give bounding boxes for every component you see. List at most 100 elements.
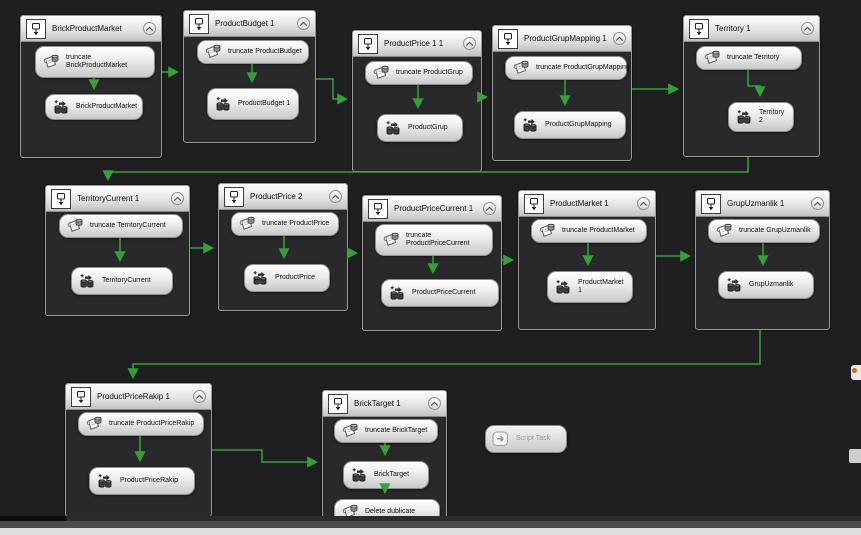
container-titlebar[interactable]: ProductPriceCurrent 1	[363, 196, 501, 222]
collapse-chevron-icon[interactable]	[143, 22, 156, 35]
execute-sql-task-icon	[381, 230, 401, 250]
execute-sql-task[interactable]: truncate Territory	[696, 46, 802, 70]
execute-sql-task[interactable]: truncate BrickProductMarket	[35, 46, 155, 78]
sequence-container-icon	[368, 198, 388, 219]
collapse-chevron-icon[interactable]	[297, 17, 310, 30]
sequence-container[interactable]: BrickProductMarket truncate BrickProduct…	[20, 15, 162, 158]
data-flow-task[interactable]: GrupUzmanlik	[718, 271, 814, 299]
data-flow-task-icon	[250, 268, 270, 288]
container-titlebar[interactable]: BrickTarget 1	[323, 391, 446, 417]
sequence-container[interactable]: TerritoryCurrent 1 truncate TerritoryCur…	[45, 185, 190, 316]
execute-sql-task[interactable]: truncate ProductPriceCurrent	[375, 224, 493, 256]
sequence-container[interactable]: ProductPriceRakip 1 truncate ProductPric…	[65, 383, 212, 517]
task-label: BrickProductMarket	[76, 102, 138, 110]
data-flow-task[interactable]: ProductPriceCurrent	[381, 279, 499, 307]
task-label: Script Task	[516, 434, 551, 442]
data-flow-task-icon	[734, 107, 754, 127]
execute-sql-task-icon	[340, 421, 360, 441]
data-flow-task[interactable]: ProductGrupMapping	[514, 111, 626, 139]
container-titlebar[interactable]: GrupUzmanlik 1	[696, 191, 829, 217]
collapse-chevron-icon[interactable]	[483, 202, 496, 215]
execute-sql-task[interactable]: truncate GrupUzmanlik	[708, 219, 820, 243]
container-titlebar[interactable]: ProductPriceRakip 1	[66, 384, 211, 410]
data-flow-task[interactable]: ProductBudget 1	[207, 88, 299, 120]
execute-sql-task-icon	[371, 63, 391, 83]
sequence-container-icon	[189, 13, 209, 34]
container-title: ProductGrupMapping 1	[524, 34, 607, 43]
data-flow-task-icon	[77, 271, 97, 291]
execute-sql-task-icon	[702, 48, 722, 68]
collapse-chevron-icon[interactable]	[801, 22, 814, 35]
collapse-chevron-icon[interactable]	[171, 192, 184, 205]
container-titlebar[interactable]: Territory 1	[684, 16, 819, 42]
container-title: ProductPriceRakip 1	[97, 392, 170, 401]
data-flow-task[interactable]: TerritoryCurrent	[71, 267, 173, 295]
execute-sql-task[interactable]: truncate ProductMarket	[531, 219, 647, 243]
sequence-container[interactable]: Territory 1 truncate Territory Territory…	[683, 15, 820, 157]
container-titlebar[interactable]: ProductPrice 2	[219, 184, 347, 210]
sequence-container[interactable]: ProductGrupMapping 1 truncate ProductGru…	[492, 25, 632, 161]
sequence-container-icon	[498, 28, 518, 49]
data-flow-task[interactable]: ProductGrup	[377, 114, 463, 142]
container-title: ProductBudget 1	[215, 19, 275, 28]
canvas-bottom-corner	[0, 516, 67, 521]
execute-sql-task[interactable]: truncate ProductGrup	[365, 61, 473, 85]
data-flow-task[interactable]: BrickTarget	[343, 461, 429, 489]
container-title: ProductPriceCurrent 1	[394, 204, 474, 213]
horizontal-scrollbar[interactable]	[0, 521, 861, 528]
container-titlebar[interactable]: ProductBudget 1	[184, 11, 315, 37]
container-titlebar[interactable]: ProductGrupMapping 1	[493, 26, 631, 52]
sequence-container-icon	[26, 18, 46, 39]
data-flow-task-icon	[213, 94, 233, 114]
collapse-chevron-icon[interactable]	[193, 390, 206, 403]
sequence-container[interactable]: ProductBudget 1 truncate ProductBudget P…	[183, 10, 316, 143]
task-label: truncate GrupUzmanlik	[739, 226, 811, 234]
execute-sql-task-icon	[340, 502, 360, 522]
canvas-bottom-edge	[0, 516, 861, 521]
collapse-chevron-icon[interactable]	[329, 190, 342, 203]
execute-sql-task[interactable]: truncate TerritoryCurrent	[59, 214, 183, 238]
sequence-container[interactable]: GrupUzmanlik 1 truncate GrupUzmanlik Gru…	[695, 190, 830, 330]
container-titlebar[interactable]: TerritoryCurrent 1	[46, 186, 189, 212]
sequence-container[interactable]: BrickTarget 1 truncate BrickTarget Brick…	[322, 390, 447, 535]
data-flow-task[interactable]: ProductPrice	[244, 264, 330, 292]
task-label: truncate ProductGrupMapping	[536, 63, 630, 71]
execute-sql-task-icon	[84, 414, 104, 434]
execute-sql-task[interactable]: truncate ProductPrice	[231, 212, 339, 236]
clipped-side-panel[interactable]	[849, 449, 861, 463]
collapse-chevron-icon[interactable]	[463, 37, 476, 50]
data-flow-task[interactable]: ProductPriceRakip	[89, 467, 195, 495]
execute-sql-task[interactable]: truncate ProductGrupMapping	[505, 56, 630, 80]
clipped-side-button[interactable]	[851, 365, 861, 380]
sequence-container-icon	[358, 33, 378, 54]
sequence-container[interactable]: ProductPrice 2 truncate ProductPrice Pro…	[218, 183, 348, 311]
container-titlebar[interactable]: ProductPrice 1 1	[353, 31, 481, 57]
task-label: Delete dublicate	[365, 507, 416, 515]
sequence-container[interactable]: ProductPrice 1 1 truncate ProductGrup Pr…	[352, 30, 482, 172]
script-task-icon	[491, 429, 511, 449]
collapse-chevron-icon[interactable]	[613, 32, 626, 45]
execute-sql-task[interactable]: truncate BrickTarget	[334, 419, 438, 443]
data-flow-task[interactable]: Territory 2	[728, 102, 794, 132]
task-label: truncate TerritoryCurrent	[90, 221, 166, 229]
container-titlebar[interactable]: BrickProductMarket	[21, 16, 161, 42]
sequence-container[interactable]: ProductMarket 1 truncate ProductMarket P…	[518, 190, 656, 330]
task-label: ProductPrice	[275, 273, 316, 281]
container-title: ProductPrice 2	[250, 192, 303, 201]
execute-sql-task[interactable]: truncate ProductBudget	[197, 40, 309, 64]
script-task[interactable]: Script Task	[485, 425, 567, 453]
data-flow-task[interactable]: BrickProductMarket	[45, 94, 143, 120]
container-title: Territory 1	[715, 24, 751, 33]
data-flow-task[interactable]: ProductMarket 1	[547, 271, 633, 303]
container-titlebar[interactable]: ProductMarket 1	[519, 191, 655, 217]
data-flow-task-icon	[553, 277, 573, 297]
sequence-container-icon	[71, 386, 91, 407]
task-label: GrupUzmanlik	[749, 280, 794, 288]
execute-sql-task[interactable]: truncate ProductPriceRakip	[78, 412, 204, 436]
collapse-chevron-icon[interactable]	[428, 397, 441, 410]
collapse-chevron-icon[interactable]	[637, 197, 650, 210]
data-flow-task-icon	[520, 115, 540, 135]
sequence-container[interactable]: ProductPriceCurrent 1 truncate ProductPr…	[362, 195, 502, 331]
collapse-chevron-icon[interactable]	[811, 197, 824, 210]
